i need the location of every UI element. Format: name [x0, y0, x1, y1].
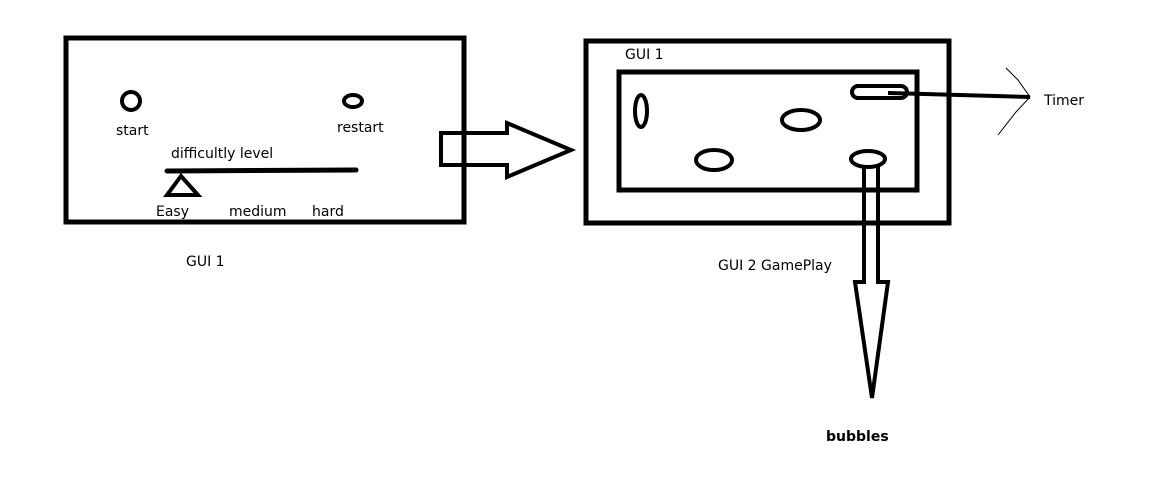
level-easy: Easy — [156, 204, 189, 220]
level-medium: medium — [229, 204, 287, 220]
difficulty-label: difficultly level — [171, 146, 273, 162]
gui2-caption: GUI 2 GamePlay — [718, 258, 832, 274]
difficulty-slider-handle[interactable] — [163, 172, 203, 197]
difficulty-slider-track[interactable] — [164, 167, 359, 174]
timer-arrowhead-icon — [997, 67, 1031, 136]
gui1-frame — [63, 35, 467, 225]
timer-pointer-line — [887, 91, 1031, 99]
timer-label: Timer — [1043, 93, 1084, 109]
level-hard: hard — [312, 204, 344, 220]
gui2-inner-title: GUI 1 — [625, 47, 664, 63]
start-label: start — [116, 123, 149, 139]
gui2-panel: GUI 1 GUI 2 GamePlay — [583, 38, 952, 274]
gameplay-area — [616, 69, 920, 193]
bubbles-arrow-icon — [852, 166, 891, 399]
bubbles-label: bubbles — [826, 429, 889, 445]
gui1-panel: start restart difficultly level Easy med… — [63, 35, 467, 270]
gui2-outer-frame — [583, 38, 952, 226]
bubble[interactable] — [694, 148, 734, 172]
bubble[interactable] — [780, 108, 822, 132]
gui1-caption: GUI 1 — [186, 254, 225, 270]
restart-label: restart — [337, 120, 384, 136]
start-button[interactable] — [120, 90, 142, 112]
transition-arrow-icon — [439, 119, 577, 181]
restart-button[interactable] — [342, 93, 364, 109]
bubble[interactable] — [849, 149, 887, 169]
bubble[interactable] — [633, 93, 649, 129]
